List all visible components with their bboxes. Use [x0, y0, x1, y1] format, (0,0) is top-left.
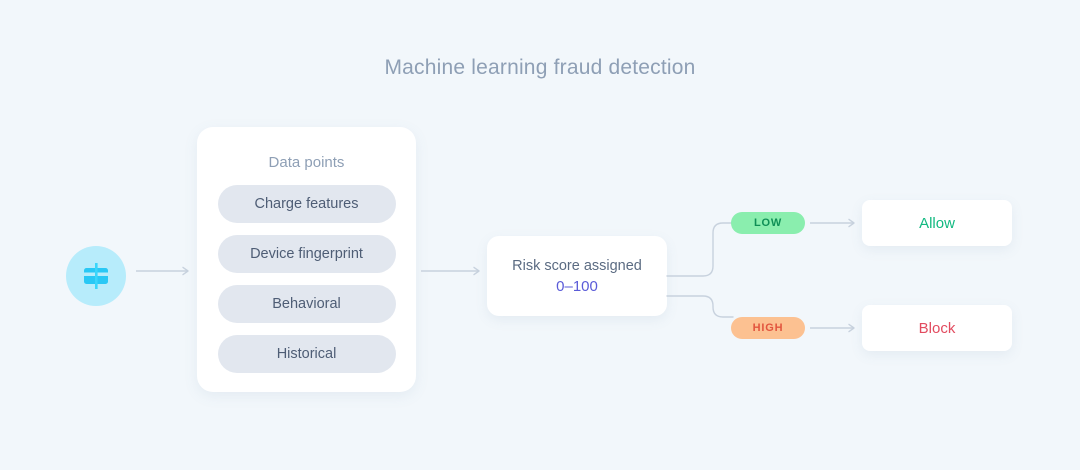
data-points-card: Data points Charge features Device finge… [197, 127, 416, 392]
source-node [66, 246, 126, 306]
risk-score-label: Risk score assigned [512, 257, 642, 274]
list-item: Device fingerprint [217, 235, 396, 273]
status-badge-high: HIGH [731, 317, 805, 339]
arrow-source-to-datapoints [136, 266, 196, 276]
outcome-block-box: Block [862, 305, 1012, 351]
arrow-low-to-allow [810, 218, 862, 228]
risk-score-range: 0–100 [556, 277, 598, 295]
data-points-list: Charge features Device fingerprint Behav… [197, 185, 416, 373]
list-item: Charge features [217, 185, 396, 223]
arrow-high-to-block [810, 323, 862, 333]
status-badge-low: LOW [731, 212, 805, 234]
branch-connectors [666, 215, 734, 325]
risk-score-box: Risk score assigned 0–100 [487, 236, 667, 316]
list-item: Behavioral [217, 285, 396, 323]
page-title: Machine learning fraud detection [384, 56, 696, 79]
arrow-datapoints-to-risk [421, 266, 487, 276]
credit-card-icon [76, 256, 116, 296]
outcome-allow-box: Allow [862, 200, 1012, 246]
list-item: Historical [217, 335, 396, 373]
data-points-heading: Data points [268, 154, 345, 171]
